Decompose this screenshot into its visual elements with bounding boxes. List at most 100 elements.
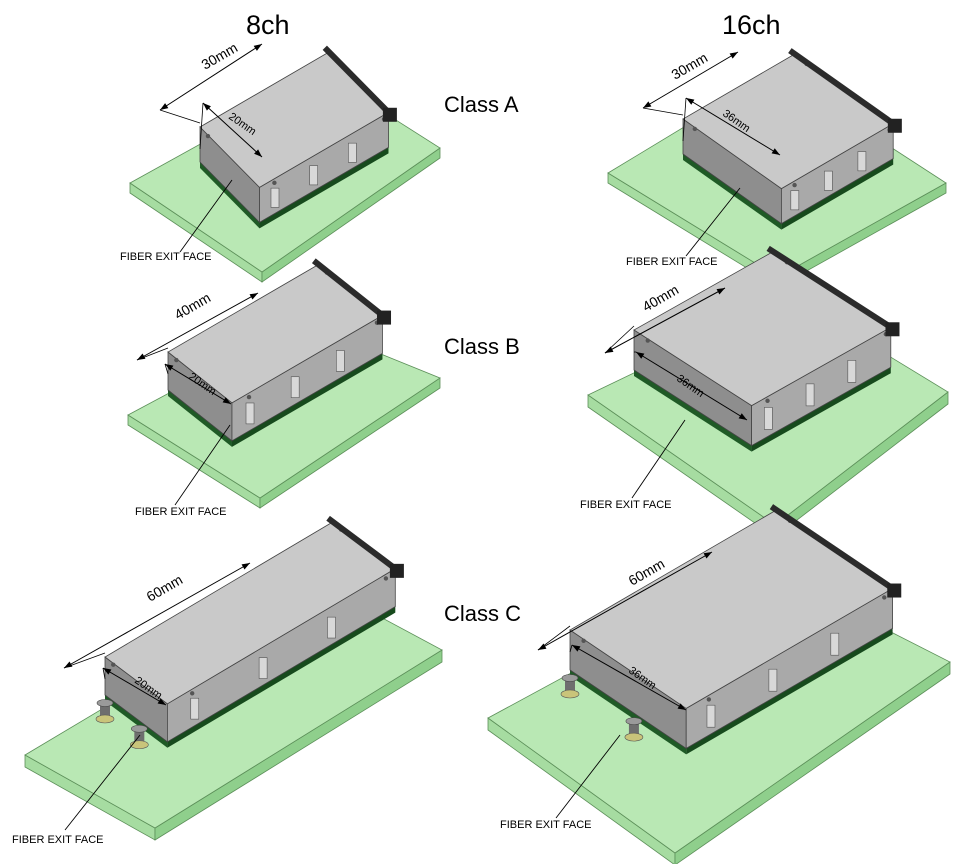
module-latch [768, 668, 778, 692]
dimension-arrowhead [716, 288, 725, 295]
rear-connector [788, 48, 897, 128]
dimension-arrowhead [636, 352, 645, 359]
fiber-exit-leader-line [631, 419, 686, 499]
extension-line [159, 109, 201, 124]
module-latch [258, 657, 268, 679]
width-dimension-line [685, 97, 781, 156]
module-screw [706, 697, 712, 702]
length-dimension-line [537, 551, 713, 651]
dimension-arrowhead [157, 698, 166, 705]
module-screw [205, 133, 211, 139]
module-latch [190, 697, 200, 720]
standoff-washer [624, 732, 644, 742]
module-latch [830, 632, 840, 656]
module-screw [111, 662, 116, 667]
rear-connector-latch [885, 322, 900, 337]
length-dimension-label: 60mm [144, 571, 186, 604]
extension-line [682, 97, 687, 142]
dimension-arrowhead [572, 645, 581, 652]
module-latch [706, 704, 716, 728]
length-dimension-label: 30mm [669, 49, 711, 82]
module-screw [882, 595, 887, 600]
module-screw [272, 180, 277, 186]
dimension-arrowhead [165, 364, 174, 371]
module-latch [290, 376, 300, 398]
fiber-exit-face-label: FIBER EXIT FACE [626, 256, 718, 268]
extension-line [102, 667, 106, 680]
module-screw [383, 576, 389, 581]
module-latch [764, 407, 773, 430]
column-header-8ch: 8ch [246, 10, 290, 40]
rear-connector-latch [887, 583, 902, 598]
standoff-post [100, 703, 110, 717]
extension-line [199, 102, 204, 150]
standoff-post [565, 678, 575, 692]
rear-connector-latch [389, 563, 404, 578]
standoff-nut [561, 674, 579, 682]
standoff-nut [625, 717, 643, 725]
pcb-side-edge [686, 628, 893, 755]
extension-line [569, 644, 573, 653]
module-screw [692, 126, 698, 132]
pcb-side-edge [167, 606, 396, 748]
dimension-arrowhead [677, 703, 686, 710]
dimension-arrowhead [249, 293, 258, 300]
standoff-washer [95, 714, 115, 724]
fiber-exit-face-label: FIBER EXIT FACE [12, 834, 104, 846]
rear-connector [766, 245, 895, 331]
dimension-arrowhead [137, 353, 146, 360]
dimension-arrowhead [222, 397, 231, 404]
length-dimension-line [63, 562, 251, 669]
rear-connector-latch [377, 310, 392, 325]
fiber-exit-leader-line [179, 179, 233, 253]
standoff-post [628, 721, 639, 736]
dimension-arrowhead [738, 413, 747, 420]
fiber-exit-face-label: FIBER EXIT FACE [120, 251, 212, 263]
dimension-arrowhead [254, 149, 262, 157]
length-dimension-line [642, 51, 739, 109]
pcb-front-edge [168, 390, 232, 447]
dimension-arrowhead [203, 103, 211, 111]
module-screw [645, 338, 650, 343]
fiber-exit-leader-line [64, 734, 141, 831]
length-dimension-line [159, 43, 263, 111]
dimension-arrowhead [538, 643, 547, 650]
rear-connector [326, 515, 399, 573]
module-screw [581, 638, 586, 644]
class-label-a: Class A [444, 92, 519, 117]
pcb-front-edge [200, 162, 260, 229]
module-latch [309, 165, 318, 186]
pcb-side-edge [751, 367, 891, 452]
standoff-washer [130, 740, 149, 750]
module-latch [336, 350, 345, 372]
module-screw [765, 398, 770, 403]
module-screw [246, 394, 252, 400]
standoff-washer [560, 689, 580, 699]
dimension-arrowhead [160, 103, 169, 110]
dimension-arrowhead [729, 52, 738, 59]
pcb-side-edge [781, 158, 894, 230]
dimension-arrowhead [64, 661, 73, 668]
module-latch [245, 402, 255, 425]
dimension-arrowhead [241, 563, 250, 570]
module-screw [189, 691, 195, 696]
width-dimension-line [202, 102, 263, 158]
pcb-side-edge [259, 147, 389, 229]
class-label-c: Class C [444, 601, 522, 626]
module-latch [805, 383, 815, 407]
dimension-arrowhead [103, 668, 112, 675]
rear-connector [322, 45, 393, 116]
fiber-exit-leader-line [174, 424, 231, 506]
rear-connector [311, 258, 386, 319]
column-header-16ch: 16ch [722, 10, 781, 40]
dimension-arrowhead [703, 552, 712, 559]
module-latch [857, 151, 867, 172]
fiber-exit-face-label: FIBER EXIT FACE [500, 819, 592, 831]
